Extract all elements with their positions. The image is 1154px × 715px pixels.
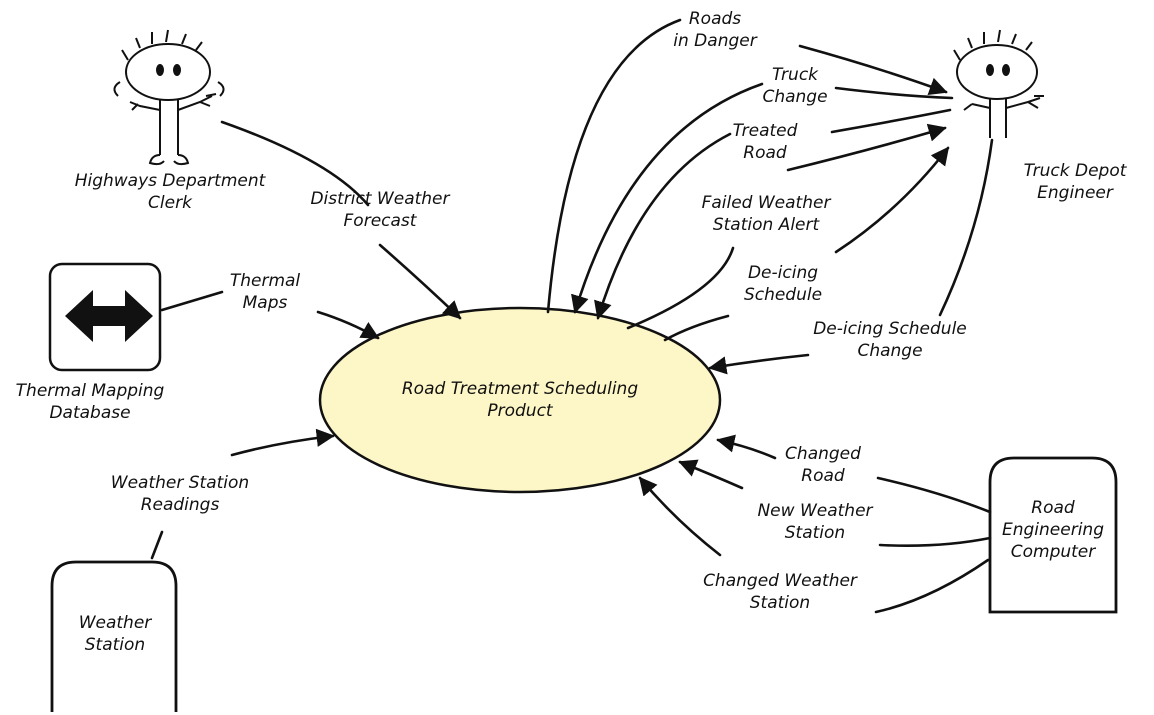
flow-label-weather-station-readings: Weather Station Readings xyxy=(110,473,250,515)
flow-label-failed-weather-station-alert: Failed Weather Station Alert xyxy=(701,193,831,235)
flow-label-truck-change: Truck Change xyxy=(762,65,828,107)
highways-clerk-label: Highways Department Clerk xyxy=(74,171,266,213)
flow-changed-weather-station-arrow xyxy=(638,476,722,557)
flow-new-weather-station-arrow xyxy=(678,459,744,490)
flow-changed-weather-station xyxy=(874,558,990,614)
thermal-mapping-database-label: Thermal Mapping Database xyxy=(15,381,165,423)
flow-de-icing-schedule-change xyxy=(938,138,994,317)
flow-label-de-icing-schedule-change: De-icing Schedule Change xyxy=(813,319,967,361)
flow-label-roads-in-danger: Roads in Danger xyxy=(673,9,757,51)
flow-truck-change xyxy=(834,86,954,100)
flow-new-weather-station xyxy=(878,536,992,547)
flow-changed-road-arrow xyxy=(716,434,777,460)
flow-weather-station-readings-arrow xyxy=(230,428,335,457)
flow-label-new-weather-station: New Weather Station xyxy=(757,501,873,543)
weather-station-label: Weather Station xyxy=(78,613,152,655)
flow-de-icing-schedule-change-arrow xyxy=(708,353,810,375)
flow-weather-station-readings xyxy=(150,530,164,560)
process-bubble xyxy=(318,306,722,494)
highways-clerk-figure xyxy=(113,29,225,166)
flow-label-thermal-maps: Thermal Maps xyxy=(229,271,301,313)
flow-de-icing-schedule xyxy=(834,146,950,254)
flow-label-changed-road: Changed Road xyxy=(785,444,861,486)
flow-thermal-maps xyxy=(160,290,224,312)
flow-treated-road xyxy=(830,108,952,134)
flow-label-district-weather-forecast: District Weather Forecast xyxy=(310,189,450,231)
truck-depot-engineer-figure xyxy=(953,29,1044,138)
flow-roads-in-danger-arrow xyxy=(798,44,948,95)
road-engineering-computer-box xyxy=(988,456,1118,614)
flow-failed-weather-station-alert-tail xyxy=(626,246,735,330)
flow-truck-change-arrow xyxy=(571,82,764,314)
flow-thermal-maps-arrow xyxy=(316,310,380,340)
road-engineering-computer-label: Road Engineering Computer xyxy=(1002,498,1104,562)
weather-station-box xyxy=(50,560,178,712)
flow-treated-road-arrow xyxy=(594,132,732,320)
process-label: Road Treatment Scheduling Product xyxy=(401,379,639,421)
flow-label-treated-road: Treated Road xyxy=(732,121,798,163)
flow-roads-in-danger xyxy=(546,18,682,314)
flow-de-icing-schedule-tail xyxy=(663,314,730,342)
flow-label-de-icing-schedule: De-icing Schedule xyxy=(743,263,823,305)
flow-changed-road xyxy=(876,476,992,514)
flow-district-weather-forecast-arrow xyxy=(378,243,462,320)
flow-district-weather-forecast xyxy=(220,120,370,207)
flow-label-changed-weather-station: Changed Weather Station xyxy=(703,571,857,613)
truck-depot-engineer-label: Truck Depot Engineer xyxy=(1023,161,1127,203)
flow-failed-weather-station-alert xyxy=(786,123,947,172)
thermal-mapping-database-icon xyxy=(48,262,162,372)
